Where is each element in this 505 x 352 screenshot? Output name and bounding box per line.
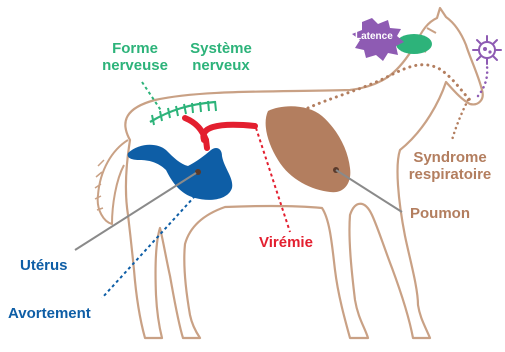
systeme-nerveux-label: Système nerveux — [180, 40, 262, 74]
viremia-vessel-stub — [206, 140, 207, 148]
lung-shape — [266, 106, 351, 192]
latence-label: Latence — [355, 31, 391, 43]
tail-strands — [95, 160, 104, 210]
nervous-system-ticks — [152, 101, 216, 125]
forme-nerveuse-label: Forme nerveuse — [97, 40, 173, 74]
uterus-leader-line — [75, 173, 196, 250]
lung-leader-line — [336, 170, 402, 212]
horse-tail — [98, 140, 128, 224]
uterus-label: Utérus — [20, 257, 68, 274]
poumon-label: Poumon — [410, 205, 470, 222]
viremie-label: Virémie — [259, 234, 313, 251]
nervous-leader-line — [142, 82, 162, 112]
avortement-label: Avortement — [8, 305, 91, 322]
latence-blob — [396, 34, 432, 54]
viremia-vessel — [185, 118, 255, 140]
respiratory-dotted-path — [308, 65, 470, 108]
syndrome-respiratoire-label: Syndrome respiratoire — [400, 149, 500, 183]
respiratory-leader-line — [452, 100, 468, 140]
uterus-shape — [128, 145, 233, 200]
avortement-leader-line — [102, 196, 195, 298]
virus-icon — [473, 36, 501, 64]
